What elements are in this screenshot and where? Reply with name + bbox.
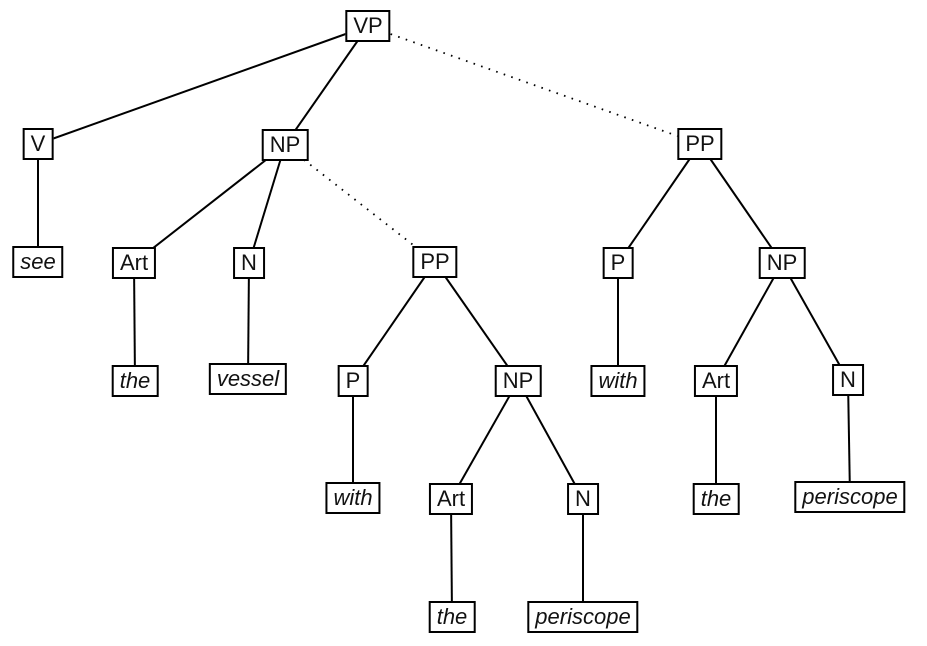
tree-edge-pp2-p2 [617,143,701,264]
tree-edge-pp1-p1 [352,261,436,382]
tree-edge-n3-periscope2 [847,379,851,498]
tree-node-p1: P [337,365,369,397]
tree-node-art1: Art [111,247,157,279]
tree-node-p2: P [602,247,634,279]
tree-node-n1: N [233,247,265,279]
tree-node-see: see [12,246,64,278]
tree-edge-art1-the1 [133,262,136,382]
tree-node-np3: NP [758,247,806,279]
tree-edge-np3-art3 [715,262,783,382]
tree-node-np2: NP [494,365,542,397]
tree-node-pp1: PP [412,246,458,278]
tree-edge-np3-n3 [781,262,849,381]
tree-edge-np2-art2 [450,380,519,500]
tree-edge-art2-the2 [450,498,453,618]
tree-edge-np1-art1 [133,144,286,264]
tree-node-with1: with [325,482,381,514]
tree-edge-np1-pp1 [284,144,436,263]
tree-edge-np1-n1 [248,144,286,264]
tree-node-with2: with [590,365,646,397]
tree-node-the2: the [428,601,476,633]
tree-edge-vp-v [37,25,369,145]
tree-node-n3: N [832,364,864,396]
tree-node-v: V [22,128,54,160]
tree-edge-vp-pp2 [367,25,701,145]
tree-node-art2: Art [428,483,474,515]
tree-node-art3: Art [693,365,739,397]
tree-node-vessel: vessel [208,363,288,395]
tree-node-periscope2: periscope [794,481,906,513]
tree-edge-n1-vessel [247,262,250,380]
tree-node-the1: the [111,365,159,397]
tree-edge-vp-np1 [284,25,369,146]
tree-edge-np2-n2 [517,380,584,500]
tree-node-vp: VP [345,10,391,42]
tree-node-n2: N [567,483,599,515]
tree-node-pp2: PP [677,128,723,160]
tree-node-the3: the [692,483,740,515]
tree-node-np1: NP [261,129,309,161]
tree-node-periscope1: periscope [527,601,639,633]
tree-edge-pp2-np3 [699,143,783,264]
tree-edge-pp1-np2 [434,261,519,382]
